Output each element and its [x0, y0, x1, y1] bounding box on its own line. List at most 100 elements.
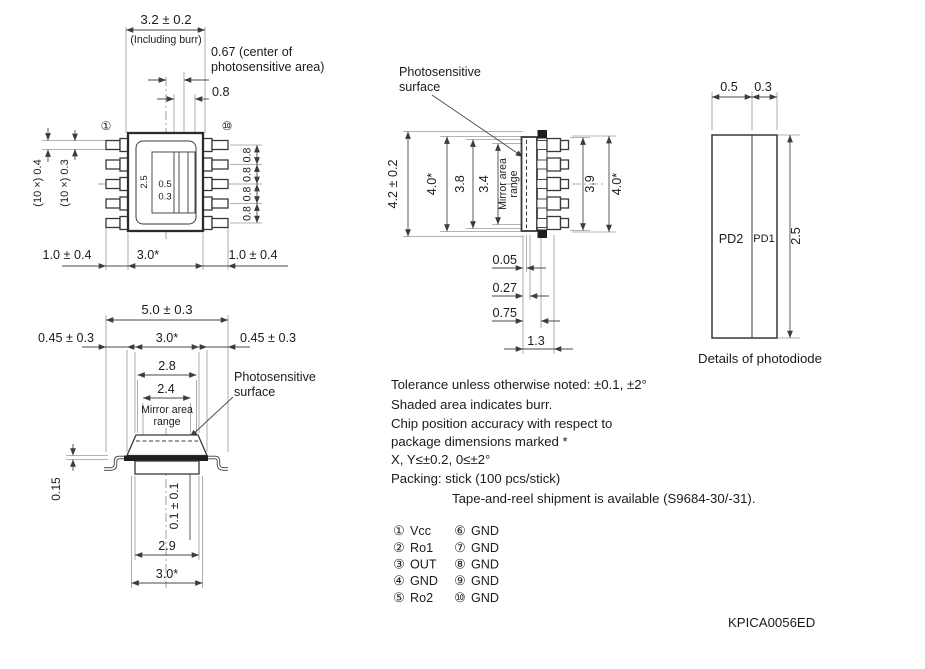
dim-pd2-width: 0.5 — [720, 80, 738, 94]
dim-base: 2.9 — [158, 539, 176, 553]
note-xy-tolerance: X, Y≤±0.2, 0≤±2° — [391, 452, 490, 467]
dim-lead-left: 1.0 ± 0.4 — [43, 248, 92, 262]
pin-num: ④ — [393, 573, 405, 588]
package-base-front — [134, 460, 200, 475]
package-body — [126, 131, 205, 233]
photodiode-detail: 0.5 0.3 2.5 PD2 PD1 Details of photodiod… — [698, 80, 822, 366]
pin-num: ② — [393, 540, 405, 555]
top-view: 3.2 ± 0.2 (Including burr) 0.67 (center … — [32, 12, 324, 270]
mirror-area-label-2: range — [153, 416, 180, 428]
dim-40-right: 4.0* — [610, 173, 624, 196]
package-lid-front — [126, 434, 208, 457]
dim-lead-thickness: 0.15 — [49, 477, 63, 501]
dim-pd-height: 2.5 — [789, 227, 803, 245]
pin-name: GND — [471, 541, 499, 555]
center-note-line1: 0.67 (center of — [211, 45, 293, 59]
pin-name: GND — [471, 574, 499, 588]
side-view-dimension-lines — [405, 94, 612, 352]
note-chip-position-2: package dimensions marked * — [391, 434, 568, 449]
pd-dimension-lines — [712, 94, 793, 338]
dim-overall-width: 3.2 ± 0.2 — [140, 12, 191, 27]
side-view-package — [520, 130, 570, 238]
dim-edge-right: 0.45 ± 0.3 — [240, 331, 296, 345]
photosensitive-label-1: Photosensitive — [234, 370, 316, 384]
dim-edge-left: 0.45 ± 0.3 — [38, 331, 94, 345]
pd-extension-lines — [711, 92, 800, 339]
pin-name: GND — [471, 524, 499, 538]
dim-die-height: 2.5 — [139, 175, 150, 188]
dim-pd1-width: 0.3 — [158, 192, 171, 203]
dim-027: 0.27 — [492, 281, 517, 295]
dim-pd1-width: 0.3 — [754, 80, 772, 94]
photosensitive-label-2: surface — [399, 80, 440, 94]
front-view-extension-lines — [66, 315, 229, 588]
dim-34: 3.4 — [477, 175, 491, 193]
pin-num: ⑧ — [454, 557, 466, 572]
package-lid — [135, 140, 197, 225]
pin-num: ③ — [393, 557, 405, 572]
pin1-marker: ① — [101, 119, 112, 133]
pd-caption: Details of photodiode — [698, 351, 822, 366]
side-view: Photosensitive surface 4.2 ± 0.2 4.0* 3.… — [386, 65, 624, 354]
dim-075: 0.75 — [492, 306, 517, 320]
pin-num: ① — [393, 523, 405, 538]
dim-mirror: 2.4 — [157, 382, 175, 396]
mirror-area-label-1: Mirror area — [497, 158, 509, 210]
dim-lead-outer: (10 ×) 0.4 — [32, 159, 44, 206]
photosensitive-label-2: surface — [234, 385, 275, 399]
pin-num: ⑦ — [454, 540, 466, 555]
notes-block: Tolerance unless otherwise noted: ±0.1, … — [391, 377, 755, 506]
pin-table: ① Vcc ② Ro1 ③ OUT ④ GND ⑤ Ro2 ⑥ GND ⑦ GN… — [393, 523, 499, 605]
dim-base2: 3.0* — [156, 567, 179, 581]
burr-mark-bottom — [537, 229, 547, 238]
dim-body: 3.0* — [156, 331, 179, 345]
package-body-side — [520, 136, 538, 232]
note-tape-reel: Tape-and-reel shipment is available (S96… — [452, 491, 755, 506]
note-tolerance: Tolerance unless otherwise noted: ±0.1, … — [391, 377, 647, 392]
dim-overall: 5.0 ± 0.3 — [141, 302, 192, 317]
pitch-label-1: 0.8 — [242, 148, 254, 163]
pin-num: ⑨ — [454, 573, 466, 588]
dim-lead-inner: (10 ×) 0.3 — [59, 159, 71, 206]
mirror-area-label-1: Mirror area — [141, 404, 193, 416]
photosensitive-label-1: Photosensitive — [399, 65, 481, 79]
pin-num: ⑩ — [454, 590, 466, 605]
die-outline — [151, 151, 196, 214]
dim-total-height: 4.2 ± 0.2 — [386, 160, 400, 209]
dim-13: 1.3 — [527, 334, 545, 348]
note-burr: Shaded area indicates burr. — [391, 397, 552, 412]
dim-005: 0.05 — [492, 253, 517, 267]
dim-body-width: 3.0* — [137, 248, 160, 262]
pitch-label-4: 0.8 — [242, 206, 254, 221]
pin-name: Vcc — [410, 524, 431, 538]
right-pins — [202, 137, 229, 231]
pin-num: ⑥ — [454, 523, 466, 538]
burr-band — [124, 455, 208, 461]
dim-window-width: 0.8 — [212, 85, 230, 99]
pin-name: GND — [471, 591, 499, 605]
burr-mark-top — [537, 130, 547, 139]
document-number: KPICA0056ED — [728, 615, 815, 630]
note-packing: Packing: stick (100 pcs/stick) — [391, 471, 560, 486]
pitch-label-3: 0.8 — [242, 187, 254, 202]
top-view-package — [105, 131, 229, 233]
dim-body-height: 4.0* — [425, 173, 439, 196]
dim-lid: 2.8 — [158, 359, 176, 373]
note-chip-position-1: Chip position accuracy with respect to — [391, 416, 612, 431]
dim-39: 3.9 — [583, 175, 597, 193]
dim-lead-right: 1.0 ± 0.4 — [229, 248, 278, 262]
pd1-label: PD1 — [753, 233, 774, 245]
pin-name: Ro1 — [410, 541, 433, 555]
front-view-package — [104, 434, 228, 475]
pin10-marker: ⑩ — [222, 119, 233, 133]
pin-num: ⑤ — [393, 590, 405, 605]
dim-standoff: 0.1 ± 0.1 — [167, 482, 181, 529]
photodiode-outline — [711, 134, 778, 339]
including-burr-note: (Including burr) — [130, 34, 201, 46]
pin-name: GND — [410, 574, 438, 588]
pin-name: GND — [471, 558, 499, 572]
pin-name: Ro2 — [410, 591, 433, 605]
front-view-dimension-lines — [70, 317, 250, 586]
mirror-area-label-2: range — [508, 170, 520, 197]
